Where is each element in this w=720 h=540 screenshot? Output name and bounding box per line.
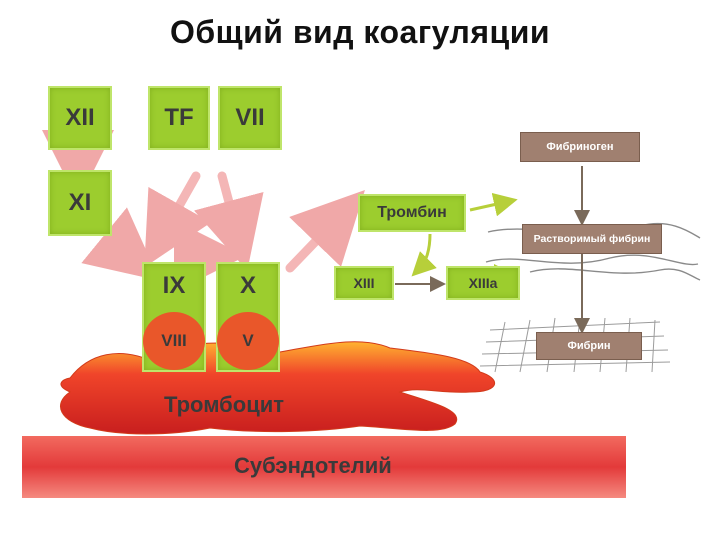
brown-arrows (395, 166, 590, 334)
pink-arrows (42, 130, 365, 292)
platelet-label: Тромбоцит (164, 392, 285, 417)
soluble-fibrin-box: Растворимый фибрин (522, 224, 662, 254)
factor-xii: XII (48, 86, 112, 150)
fibrin-box: Фибрин (536, 332, 642, 360)
factor-ix: IX (162, 272, 186, 299)
factor-xi: XI (48, 170, 112, 236)
factor-tf: TF (148, 86, 210, 150)
factor-vii: VII (218, 86, 282, 150)
factor-x: X (239, 272, 256, 299)
thrombin-box: Тромбин (358, 194, 466, 232)
factor-ix-box: IX VIII (142, 262, 206, 372)
factor-xiiia: XIIIa (446, 266, 520, 300)
factor-xiii: XIII (334, 266, 394, 300)
page-title: Общий вид коагуляции (169, 14, 551, 50)
factor-viii: VIII (143, 312, 205, 370)
fibrinogen-box: Фибриноген (520, 132, 640, 162)
factor-x-box: X V (216, 262, 280, 372)
subendothelium-label: Субэндотелий (234, 453, 392, 478)
subendothelium-band (22, 436, 626, 498)
factor-v: V (217, 312, 279, 370)
